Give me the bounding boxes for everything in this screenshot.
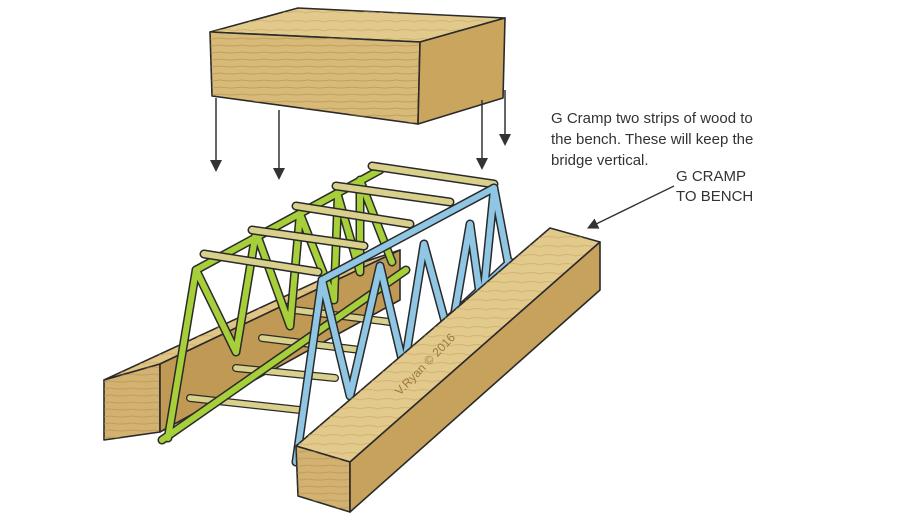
upper-dowels (199, 161, 499, 277)
callout-leader-arrow (586, 185, 675, 229)
instruction-line: the bench. These will keep the (551, 131, 754, 148)
instruction-line: bridge vertical. (551, 152, 649, 169)
lowering-arrows (210, 90, 511, 180)
callout-line: G CRAMP (676, 168, 747, 185)
callout-line: TO BENCH (676, 188, 754, 205)
instruction-line: G Cramp two strips of wood to (551, 110, 753, 127)
callout-label: G CRAMP TO BENCH (676, 167, 753, 207)
top-wood-block (209, 7, 506, 125)
instruction-note: G Cramp two strips of wood to the bench.… (551, 108, 753, 171)
